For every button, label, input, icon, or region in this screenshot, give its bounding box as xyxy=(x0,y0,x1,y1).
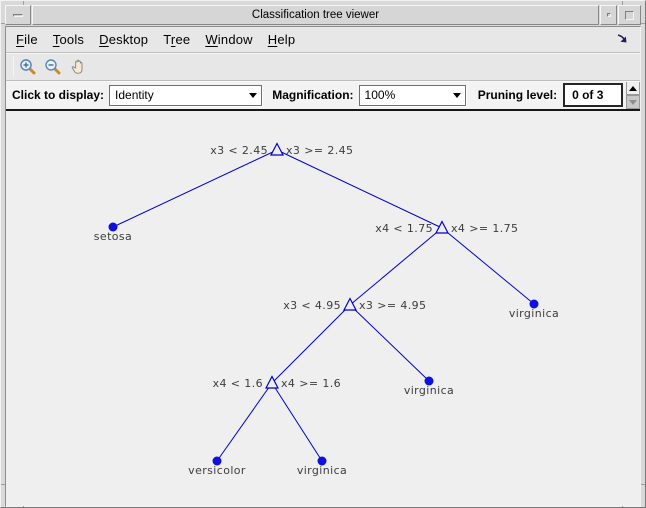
window-menu-button[interactable] xyxy=(5,5,31,25)
leaf-node-marker[interactable] xyxy=(317,456,327,466)
display-dropdown-arrow[interactable] xyxy=(245,92,261,98)
magnification-dropdown[interactable]: 100% xyxy=(358,84,466,106)
triangle-down-icon xyxy=(628,99,637,105)
frame-seam xyxy=(641,484,645,485)
leaf-class-label: virginica xyxy=(509,307,559,320)
magnification-dropdown-value: 100% xyxy=(364,88,396,102)
split-node-marker[interactable] xyxy=(270,142,284,156)
window-menu-icon xyxy=(13,13,23,17)
split-rule-left-label: x3 < 2.45 xyxy=(210,144,268,157)
minimize-icon xyxy=(606,13,611,17)
leaf-class-label: setosa xyxy=(94,230,132,243)
leaf-node-marker[interactable] xyxy=(212,456,222,466)
split-node-marker[interactable] xyxy=(435,220,449,234)
leaf-node-marker[interactable] xyxy=(108,222,118,232)
frame-seam xyxy=(1,23,5,24)
menu-file[interactable]: File xyxy=(16,32,38,47)
click-to-display-label: Click to display: xyxy=(12,88,105,102)
pruning-level-label: Pruning level: xyxy=(477,88,558,102)
leaf-node-marker[interactable] xyxy=(424,376,434,386)
maximize-icon xyxy=(625,10,634,20)
tree-edge xyxy=(441,227,535,305)
toolbar xyxy=(6,53,640,81)
maximize-button[interactable] xyxy=(618,5,641,25)
leaf-class-label: versicolor xyxy=(188,464,246,477)
pruning-level-value: 0 of 3 xyxy=(572,88,604,102)
minimize-button[interactable] xyxy=(600,5,617,25)
magnification-dropdown-arrow[interactable] xyxy=(449,92,465,98)
chevron-down-icon xyxy=(249,92,258,98)
tree-edge xyxy=(349,304,430,382)
frame-seam xyxy=(641,23,645,24)
tree-edge xyxy=(271,382,323,462)
menu-window[interactable]: Window xyxy=(205,32,253,47)
pan-hand-icon xyxy=(71,59,83,74)
tree-edge xyxy=(216,382,273,462)
split-rule-left-label: x4 < 1.75 xyxy=(375,222,433,235)
control-bar: Click to display: Identity Magnification… xyxy=(6,81,640,111)
dock-arrow-icon[interactable] xyxy=(616,32,630,46)
window-title: Classification tree viewer xyxy=(32,5,599,25)
zoom-out-button[interactable] xyxy=(43,57,62,76)
display-dropdown[interactable]: Identity xyxy=(109,84,263,106)
split-node-marker[interactable] xyxy=(343,297,357,311)
title-bar[interactable]: Classification tree viewer xyxy=(5,5,641,25)
tree-edge xyxy=(271,304,351,384)
menu-help[interactable]: Help xyxy=(267,32,296,47)
leaf-class-label: virginica xyxy=(297,464,347,477)
split-rule-left-label: x4 < 1.6 xyxy=(213,377,263,390)
spinner-up-button[interactable] xyxy=(625,81,640,95)
split-rule-right-label: x3 >= 2.45 xyxy=(286,144,353,157)
split-rule-right-label: x3 >= 4.95 xyxy=(359,299,426,312)
frame-seam xyxy=(1,484,5,485)
toolbar-separator xyxy=(13,56,14,77)
menu-tools[interactable]: Tools xyxy=(52,32,85,47)
zoom-out-icon xyxy=(45,59,61,75)
menu-desktop[interactable]: Desktop xyxy=(99,32,149,47)
spinner-down-button[interactable] xyxy=(625,95,640,109)
magnification-label: Magnification: xyxy=(272,88,354,102)
leaf-class-label: virginica xyxy=(404,384,454,397)
display-dropdown-value: Identity xyxy=(115,88,154,102)
menu-tree[interactable]: Tree xyxy=(163,32,191,47)
zoom-in-icon xyxy=(20,59,36,75)
pruning-spinner xyxy=(625,81,640,109)
pruning-level-field[interactable]: 0 of 3 xyxy=(563,83,623,107)
split-rule-right-label: x4 >= 1.75 xyxy=(451,222,518,235)
classification-tree: x3 < 2.45 x3 >= 2.45 setosa x4 < 1.75 x4 >= … xyxy=(94,142,559,477)
split-node-marker[interactable] xyxy=(265,375,279,389)
frame-seam xyxy=(23,1,24,5)
frame-seam xyxy=(622,1,623,5)
tree-edge xyxy=(112,149,278,228)
window-content: File Tools Desktop Tree Window Help xyxy=(5,26,641,507)
menu-bar: File Tools Desktop Tree Window Help xyxy=(6,27,640,53)
split-rule-left-label: x3 < 4.95 xyxy=(283,299,341,312)
tree-edge xyxy=(276,149,443,229)
triangle-up-icon xyxy=(628,85,637,91)
pan-button[interactable] xyxy=(68,57,87,76)
leaf-node-marker[interactable] xyxy=(529,299,539,309)
zoom-in-button[interactable] xyxy=(18,57,37,76)
tree-panel: x3 < 2.45 x3 >= 2.45 setosa x4 < 1.75 x4 >= … xyxy=(6,111,640,506)
chevron-down-icon xyxy=(452,92,461,98)
split-rule-right-label: x4 >= 1.6 xyxy=(281,377,341,390)
tree-edge xyxy=(349,227,443,306)
